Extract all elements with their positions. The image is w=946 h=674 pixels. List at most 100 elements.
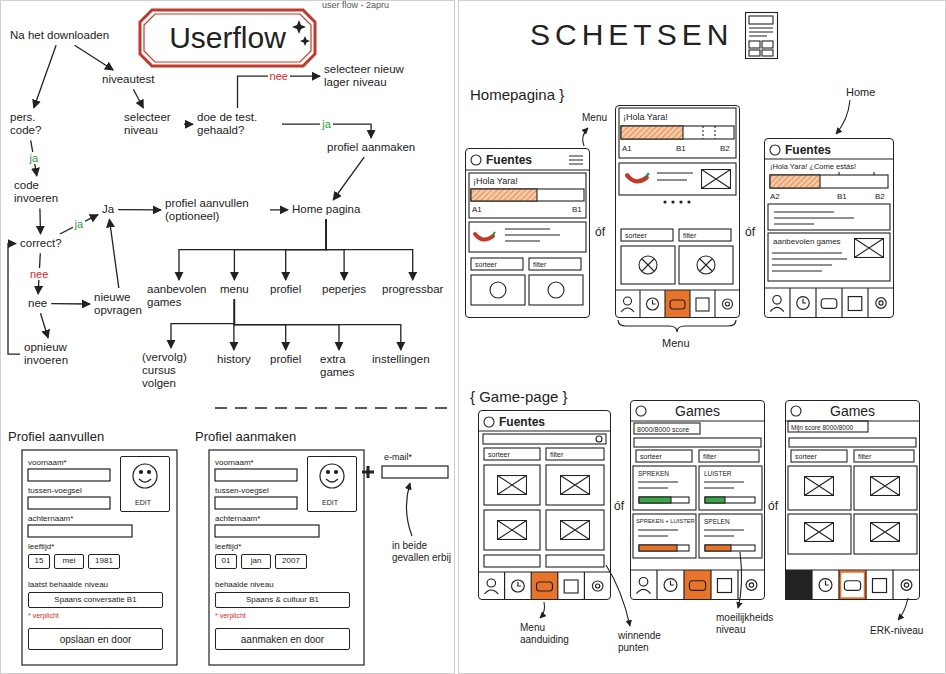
annotation-label: ERK-niveau <box>870 625 923 637</box>
sketch-shape <box>671 200 674 203</box>
level-field: Spaans conversatie B1 <box>28 592 163 608</box>
sketch-shape <box>621 126 734 139</box>
flow-step: Ja <box>100 202 116 217</box>
sketch-shape <box>479 571 610 572</box>
node-text: filter <box>533 261 546 269</box>
sketch-shape <box>786 569 919 570</box>
sketch-shape <box>840 572 865 599</box>
sketch-shape <box>619 108 736 158</box>
flow-step: extra games <box>318 352 360 380</box>
title-octagon <box>140 10 315 66</box>
step-text: profiel <box>270 283 301 296</box>
sketch-shape <box>382 466 448 478</box>
phone-sketch-d <box>479 417 610 600</box>
diagram-title: Userflow <box>140 10 315 66</box>
node-text: SPREKEN <box>638 470 669 477</box>
node-text: B2 <box>720 144 730 153</box>
node-text: Fuentes <box>785 144 831 158</box>
node-text: SPREKEN + LUISTER <box>636 518 695 525</box>
sketch-shape <box>770 175 820 188</box>
flow-step: nieuwe opvragen <box>92 290 150 318</box>
flow-arrow <box>184 124 193 125</box>
flow-step: niveautest <box>100 72 156 87</box>
sketch-shape <box>789 438 916 447</box>
step-text: profiel aanmaken <box>327 141 415 154</box>
sketch-shape <box>546 448 604 460</box>
flow-arrow <box>286 219 327 280</box>
box-text: 15 <box>35 557 44 566</box>
avatar-box: EDIT <box>120 456 170 512</box>
sketch-shape <box>484 555 540 567</box>
node-text: behaalde niveau <box>215 580 274 589</box>
sketch-shape <box>898 598 908 620</box>
flow-step: profiel <box>268 352 303 367</box>
flow-arrow <box>118 209 161 210</box>
sketch-shape <box>746 13 778 59</box>
sketch-shape <box>791 450 847 462</box>
node-text: sorteer <box>640 453 662 461</box>
sketch-shape <box>749 41 760 48</box>
sketch-shape <box>636 450 692 462</box>
sketch-shape <box>699 450 759 462</box>
sketch-shape <box>679 229 731 241</box>
node-text: B1 <box>572 205 582 214</box>
sketch-shape <box>362 466 374 478</box>
edge-label: ja <box>27 152 40 164</box>
sketch-shape <box>768 233 890 281</box>
node-text: LUISTER <box>704 470 731 477</box>
date-field: 01 <box>215 554 237 569</box>
submit-button: opslaan en door <box>28 628 163 650</box>
sketch-shape <box>700 259 712 271</box>
sketch-shape <box>636 570 756 600</box>
node-text: sorteer <box>625 232 647 240</box>
sketch-shape <box>705 545 731 551</box>
flow-arrow <box>133 89 143 108</box>
step-text: aanbevolen games <box>147 283 211 309</box>
step-text: niveautest <box>102 73 154 86</box>
sketch-shape <box>703 126 715 139</box>
wireframe-icon <box>746 13 778 59</box>
phone-sketch-c <box>765 145 893 318</box>
step-text: (vervolg) cursus volgen <box>142 351 200 391</box>
sketch-shape <box>22 450 177 665</box>
box-text: mei <box>63 557 76 566</box>
sketch-shape <box>854 466 917 510</box>
level-field: Spaans & cultuur B1 <box>215 592 350 608</box>
node-text: ¡Hola Yara! ¿Come estás! <box>770 163 856 172</box>
node-text: B1 <box>837 192 847 201</box>
phone-sketch-a <box>466 155 589 305</box>
sketch-shape <box>140 471 143 474</box>
sketch-shape <box>770 175 888 188</box>
sketch-shape <box>469 222 586 252</box>
annotation-label: óf <box>745 226 755 240</box>
annotation-label: user flow - 2apru <box>322 0 389 10</box>
sketch-shape <box>762 50 773 56</box>
flow-step: selecteer niveau <box>122 110 182 138</box>
node-text: voornaam* <box>215 458 254 467</box>
step-text: selecteer niveau <box>124 111 180 137</box>
flow-arrow <box>8 244 20 355</box>
flow-step: pers. code? <box>8 110 48 138</box>
sketch-shape <box>548 282 564 298</box>
avatar-box: EDIT <box>307 456 357 512</box>
flow-step: menu <box>218 282 251 297</box>
sketch-shape <box>639 256 657 274</box>
node-text: tussen-voegsel <box>215 486 269 495</box>
sketch-shape <box>561 476 590 495</box>
sketch-shape <box>772 253 847 271</box>
sketch-shape <box>762 41 773 48</box>
step-text: extra games <box>320 353 358 379</box>
sketch-shape <box>836 100 850 134</box>
box-text: 1981 <box>95 557 113 566</box>
sketch-shape <box>854 514 917 554</box>
sketch-shape <box>621 229 673 241</box>
flow-arrow <box>234 299 400 350</box>
sketch-shape <box>335 471 338 474</box>
sketch-shape <box>770 288 886 318</box>
box-text: Spaans & cultuur B1 <box>246 596 319 605</box>
flow-step: code invoeren <box>12 178 67 206</box>
sketch-shape <box>705 545 755 551</box>
sketch-shape <box>636 406 646 416</box>
node-text: Games <box>675 403 720 419</box>
